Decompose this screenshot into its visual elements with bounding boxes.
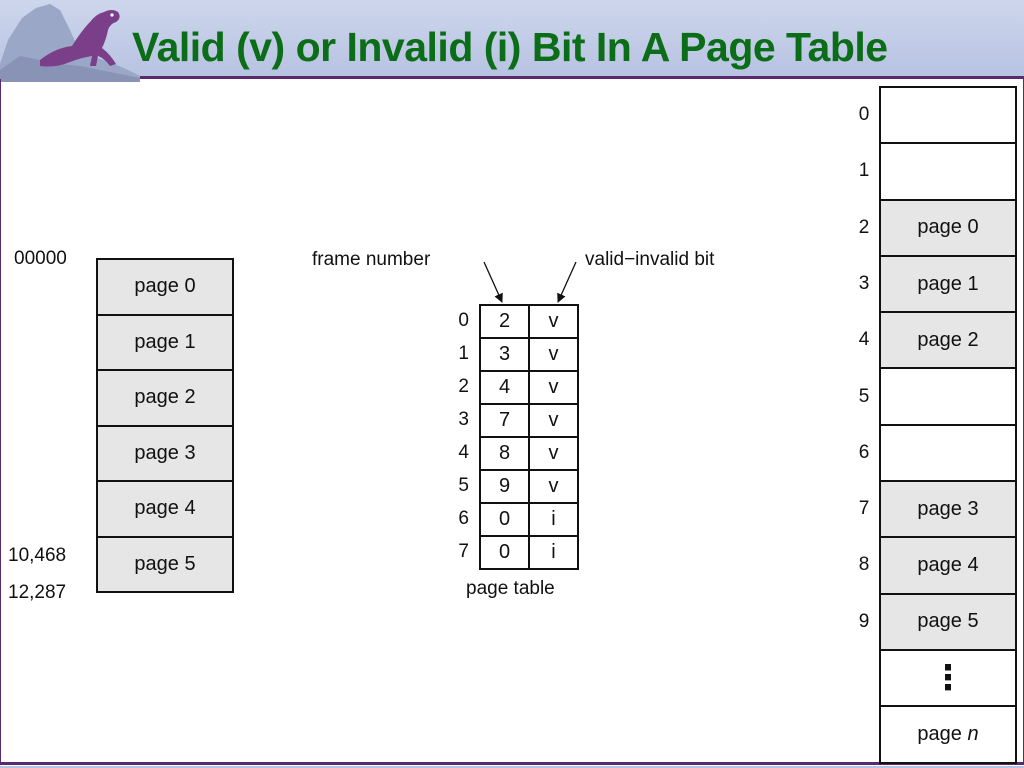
physical-frame	[881, 88, 1015, 145]
valid-bit-arrow	[557, 261, 577, 303]
logical-page: page 1	[98, 315, 232, 371]
frame-number-arrow	[483, 261, 503, 303]
page-table-index: 0	[458, 310, 469, 331]
page-table-index: 7	[458, 541, 469, 562]
valid-bit-cell: v	[548, 310, 559, 332]
valid-invalid-label: valid−invalid bit	[585, 249, 715, 270]
frame-index: 1	[858, 160, 870, 182]
valid-bit-cell: v	[548, 409, 559, 431]
last-frame-var: n	[967, 722, 979, 745]
logical-page: page 3	[98, 426, 232, 482]
physical-frame	[881, 369, 1015, 426]
page-table-row: 2 v	[481, 306, 577, 339]
frame-index: 7	[858, 498, 870, 520]
page-table-index: 1	[458, 343, 469, 364]
footer-rule	[0, 762, 1024, 765]
logical-page: page 0	[98, 260, 232, 316]
frame-cell: 0	[481, 504, 530, 535]
page-table-label: page table	[466, 578, 555, 599]
page-table-row: 9 v	[481, 471, 577, 504]
address-label-end: 12,287	[8, 582, 67, 603]
header-rule	[0, 76, 1024, 79]
physical-frame: page 3	[881, 482, 1015, 539]
page-table-index: 6	[458, 508, 469, 529]
frame-cell: 9	[481, 471, 530, 502]
valid-bit-cell: i	[551, 541, 556, 563]
page-table-row: 7 v	[481, 405, 577, 438]
last-frame-prefix: page	[917, 722, 968, 745]
physical-frame: page 0	[881, 200, 1015, 257]
logical-page: page 5	[98, 537, 232, 593]
logical-page: page 4	[98, 482, 232, 538]
left-border	[0, 79, 1, 765]
page-table-row: 4 v	[481, 372, 577, 405]
label-arrows	[483, 261, 577, 303]
frame-cell: 7	[481, 405, 530, 436]
slide-header	[0, 0, 1024, 76]
frame-index: 3	[858, 272, 870, 294]
frame-index: 0	[858, 104, 870, 125]
frame-index: 2	[858, 216, 870, 238]
physical-frame: page 4	[881, 538, 1015, 595]
valid-bit-cell: v	[548, 475, 559, 497]
ellipsis-icon: ⋮	[931, 659, 965, 698]
valid-bit-cell: v	[548, 442, 559, 464]
physical-frame-last: page n	[881, 707, 1015, 764]
frame-index: 8	[858, 554, 870, 576]
page-table: 2 v 3 v 4 v 7 v 8 v 9 v 0 i 0 i	[479, 304, 579, 570]
frame-cell: 0	[481, 537, 530, 568]
page-table-index: 2	[458, 376, 469, 397]
logical-memory: page 0 page 1 page 2 page 3 page 4 page …	[96, 258, 234, 593]
frame-cell: 2	[481, 306, 530, 337]
page-table-row: 0 i	[481, 537, 577, 570]
physical-frame	[881, 425, 1015, 483]
frame-index: 4	[858, 329, 870, 351]
page-table-row: 8 v	[481, 438, 577, 471]
frame-number-label: frame number	[312, 249, 431, 270]
page-table-row: 3 v	[481, 339, 577, 372]
page-table-row: 0 i	[481, 504, 577, 537]
frame-cell: 8	[481, 438, 530, 469]
dinosaur-logo-icon	[0, 4, 140, 82]
logical-page: page 2	[98, 371, 232, 427]
frame-index: 9	[858, 610, 870, 632]
physical-frame: page 2	[881, 313, 1015, 370]
address-label-page5: 10,468	[8, 545, 67, 566]
footer-band	[0, 766, 1024, 768]
physical-frame	[881, 144, 1015, 201]
frame-cell: 4	[481, 372, 530, 403]
physical-frame: page 5	[881, 594, 1015, 651]
frame-cell: 3	[481, 339, 530, 370]
address-label-start: 00000	[14, 248, 67, 269]
physical-frame: page 1	[881, 256, 1015, 314]
frame-index: 6	[858, 441, 870, 463]
physical-frame-ellipsis: ⋮	[881, 650, 1015, 708]
page-table-index: 3	[458, 409, 469, 430]
slide-title: Valid (v) or Invalid (i) Bit In A Page T…	[132, 24, 888, 70]
page-table-index: 4	[458, 442, 469, 463]
valid-bit-cell: i	[551, 508, 556, 530]
valid-bit-cell: v	[548, 343, 559, 365]
physical-memory: page 0 page 1 page 2 page 3 page 4 page …	[879, 86, 1017, 764]
valid-bit-cell: v	[548, 376, 559, 398]
frame-index: 5	[858, 385, 870, 407]
page-table-index: 5	[458, 475, 469, 496]
